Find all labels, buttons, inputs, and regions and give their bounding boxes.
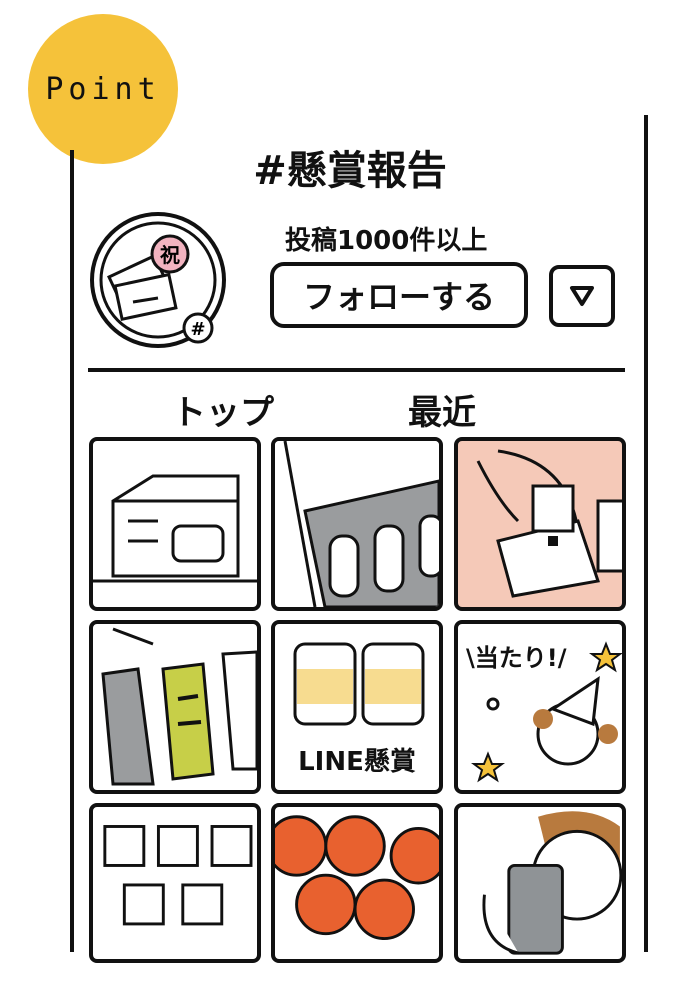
avatar-badge-text: 祝 — [160, 243, 180, 267]
tile-caption: LINE懸賞 — [298, 747, 416, 777]
tab-top[interactable]: トップ — [172, 393, 274, 433]
phone-frame-right — [644, 115, 648, 952]
post-tile-bag[interactable] — [454, 437, 626, 611]
post-tile-cups[interactable] — [89, 803, 261, 963]
tab-recent[interactable]: 最近 — [408, 393, 476, 433]
post-count: 投稿1000件以上 — [285, 226, 488, 256]
hashtag-title: #懸賞報告 — [253, 148, 447, 194]
post-tile-celebration[interactable]: \当たり!/ — [454, 620, 626, 794]
divider — [88, 368, 625, 372]
dropdown-button[interactable] — [549, 265, 615, 327]
post-tile-bottles[interactable] — [271, 437, 443, 611]
svg-text:#: # — [190, 319, 205, 340]
post-tile-jars[interactable]: LINE懸賞 — [271, 620, 443, 794]
post-tile-cans[interactable] — [89, 620, 261, 794]
post-tile-box[interactable] — [89, 437, 261, 611]
avatar: 祝 # — [88, 210, 233, 359]
triangle-down-icon — [570, 286, 594, 306]
phone-frame-left — [70, 150, 74, 952]
follow-button[interactable]: フォローする — [270, 262, 528, 328]
point-badge — [28, 14, 178, 164]
point-badge-label: Point — [45, 72, 161, 107]
post-tile-person-drinking[interactable] — [454, 803, 626, 963]
post-tile-apples[interactable] — [271, 803, 443, 963]
speech-text: \当たり!/ — [466, 644, 567, 672]
